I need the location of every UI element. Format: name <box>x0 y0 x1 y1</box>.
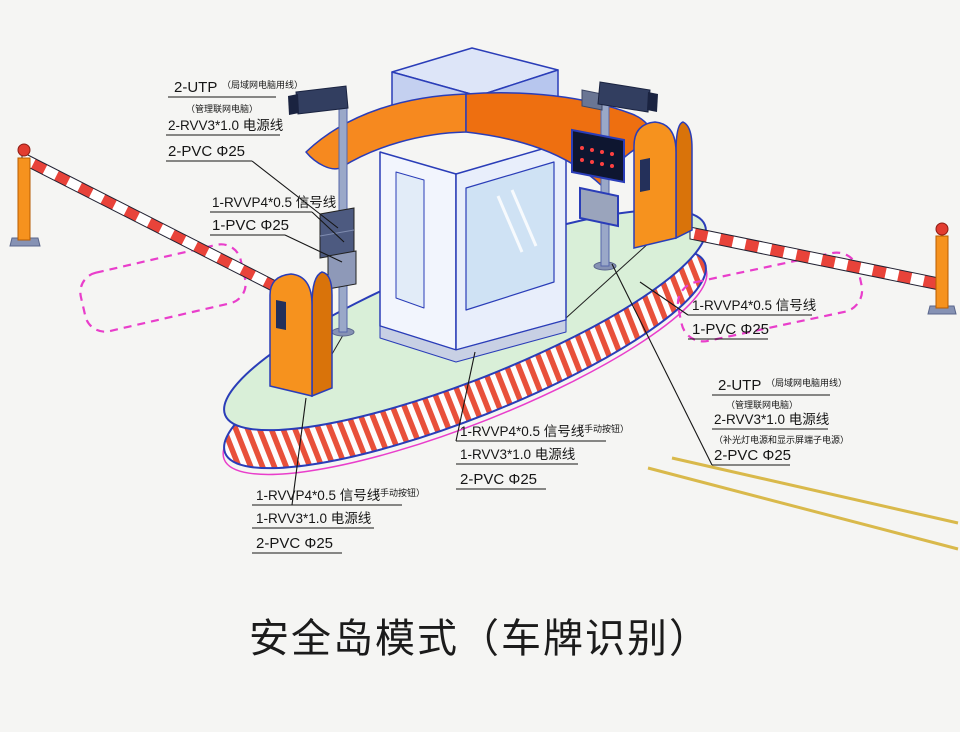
right-pole-side-box <box>581 89 603 111</box>
leader-lines <box>166 96 830 554</box>
right-post-shaft <box>935 235 949 309</box>
conduit-to-right-cabinet <box>565 241 651 319</box>
annotation-center-bottom: 1-RVVP4*0.5 信号线 （手动按钮） 1-RVV3*1.0 电源线 2-… <box>460 423 629 488</box>
equipment-box-seam <box>319 229 355 237</box>
right-cabinet-front-face <box>633 121 677 249</box>
left-post-shaft <box>17 157 31 241</box>
label-note: （局域网电脑用线） <box>222 79 303 90</box>
label-text: 2-UTP <box>174 79 217 96</box>
label-text: 1-RVV3*1.0 电源线 <box>256 511 371 526</box>
window-reflection-1 <box>496 195 524 253</box>
booth-front-window <box>465 161 555 311</box>
left-barrier-end-post <box>9 143 41 247</box>
lane-line-1 <box>647 466 959 551</box>
lane-marking-lines <box>647 456 959 551</box>
right-barrier-cabinet <box>633 121 693 249</box>
label-text: 2-PVC Φ25 <box>460 471 537 488</box>
label-note: （局域网电脑用线） <box>766 377 847 388</box>
annotation-right-low: 2-UTP （局域网电脑用线） （管理联网电脑） 2-RVV3*1.0 电源线 … <box>714 377 849 464</box>
booth-side-window <box>395 171 425 309</box>
right-cabinet-slot <box>640 158 650 192</box>
right-camera-pole <box>571 81 658 271</box>
left-cabinet-side-face <box>311 271 333 398</box>
label-text: 2-RVV3*1.0 电源线 <box>714 412 829 427</box>
window-reflection-2 <box>510 189 538 247</box>
left-cabinet-slot <box>276 300 286 330</box>
label-text: 1-PVC Φ25 <box>692 321 769 338</box>
label-text: 1-RVVP4*0.5 信号线 <box>460 424 584 439</box>
led-display-panel <box>571 128 625 184</box>
diagram-title: 安全岛模式（车牌识别） <box>249 617 711 661</box>
annotation-right-mid: 1-RVVP4*0.5 信号线 1-PVC Φ25 <box>692 298 816 338</box>
label-note: （补光灯电源和显示屏端子电源） <box>714 434 849 445</box>
left-post-cap-ball <box>17 143 31 157</box>
right-post-cap-ball <box>935 222 949 236</box>
left-barrier-cabinet <box>269 271 333 398</box>
label-text: 2-RVV3*1.0 电源线 <box>168 118 283 133</box>
left-pole-junction-box <box>327 250 357 290</box>
booth-base-plinth <box>379 319 567 363</box>
right-cabinet-side-face <box>675 121 693 240</box>
label-text: 2-UTP <box>718 377 761 394</box>
left-camera-lens-icon <box>288 94 299 115</box>
annotation-left-mid: 1-RVVP4*0.5 信号线 1-PVC Φ25 <box>212 195 336 234</box>
led-pixels <box>580 146 614 168</box>
label-note: （手动按钮） <box>371 487 425 498</box>
lane-line-2 <box>671 456 959 525</box>
annotation-top-left: 2-UTP （局域网电脑用线） （管理联网电脑） 2-RVV3*1.0 电源线 … <box>168 79 303 160</box>
label-note: （管理联网电脑） <box>726 399 798 410</box>
label-text: 1-RVV3*1.0 电源线 <box>460 447 575 462</box>
right-barrier-end-post <box>927 222 957 315</box>
label-text: 1-RVVP4*0.5 信号线 <box>212 195 336 210</box>
label-text: 1-RVVP4*0.5 信号线 <box>692 298 816 313</box>
right-camera-lens-icon <box>647 92 658 112</box>
plate-preview-screen <box>579 186 619 228</box>
led-display <box>571 128 625 184</box>
label-note: （管理联网电脑） <box>186 103 258 114</box>
label-text: 2-PVC Φ25 <box>714 447 791 464</box>
label-text: 2-PVC Φ25 <box>256 535 333 552</box>
left-ground-loop <box>79 243 247 333</box>
right-lpr-camera-icon <box>597 81 651 113</box>
label-text: 1-RVVP4*0.5 信号线 <box>256 488 380 503</box>
label-note: （手动按钮） <box>575 423 629 434</box>
label-text: 2-PVC Φ25 <box>168 143 245 160</box>
left-cabinet-front-face <box>269 273 313 397</box>
annotation-left-bottom: 1-RVVP4*0.5 信号线 （手动按钮） 1-RVV3*1.0 电源线 2-… <box>256 487 425 552</box>
guard-booth <box>305 47 655 363</box>
label-text: 1-PVC Φ25 <box>212 217 289 234</box>
